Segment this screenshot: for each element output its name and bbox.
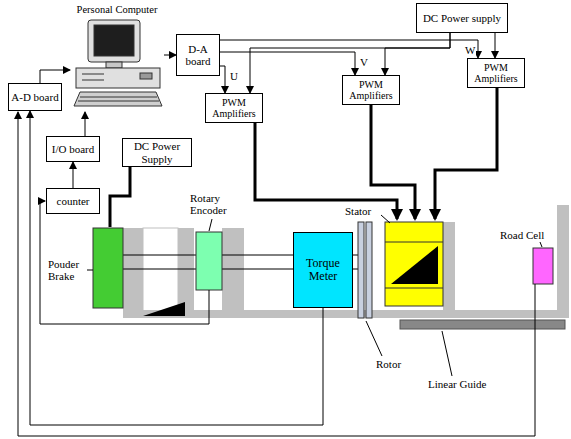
node-label: I/O board	[49, 143, 97, 155]
powder-brake	[93, 228, 123, 308]
computer-icon	[74, 20, 162, 106]
node-label: DC Power supply	[419, 12, 505, 24]
part-label: Rotor	[376, 358, 416, 370]
node-label: PWM Amplifiers	[208, 97, 260, 119]
part-label: Pouder Brake	[48, 258, 86, 282]
signal-connector	[385, 33, 450, 75]
phase-label: W	[464, 44, 476, 56]
node-label: PWM Amplifiers	[470, 62, 522, 84]
node-label: D-A board	[179, 43, 217, 67]
test-bench-frame	[123, 205, 569, 318]
stator	[385, 222, 443, 306]
node-label: counter	[49, 195, 97, 207]
signal-connector	[220, 66, 225, 93]
power-supply-box: DC Power supply	[416, 3, 508, 33]
rotor	[358, 222, 372, 318]
signal-connector	[73, 162, 74, 188]
node-label: Torque Meter	[296, 257, 350, 283]
signal-connector	[164, 55, 176, 56]
leader-line	[87, 215, 542, 376]
converter-board-box: A-D board	[8, 83, 62, 111]
phase-label: U	[229, 70, 239, 82]
node-label: A-D board	[11, 91, 59, 103]
amplifier-box: PWM Amplifiers	[342, 75, 400, 105]
rotary-encoder	[196, 232, 222, 290]
signal-connector	[495, 33, 496, 58]
signal-connector	[30, 111, 323, 425]
signal-connector	[85, 112, 86, 136]
io-board-box: I/O board	[46, 136, 100, 162]
phase-label: V	[359, 56, 369, 68]
amplifier-box: PWM Amplifiers	[467, 58, 525, 88]
amplifier-box: PWM Amplifiers	[205, 93, 263, 123]
signal-connector	[220, 40, 478, 58]
computer-node: Personal Computer	[70, 4, 164, 112]
power-supply-box: DC Power Supply	[122, 138, 192, 167]
part-label: Stator	[345, 205, 381, 217]
counter-box: counter	[46, 188, 100, 214]
part-label: Road Cell	[500, 229, 556, 241]
part-label: Rotary Encoder	[190, 192, 236, 216]
converter-board-box: D-A board	[176, 34, 220, 76]
signal-connector	[40, 70, 70, 83]
node-label: DC Power Supply	[125, 140, 189, 164]
linear-guide	[400, 320, 565, 329]
node-label: Personal Computer	[70, 4, 164, 16]
torque-meter: Torque Meter	[293, 232, 353, 308]
part-label: Linear Guide	[428, 378, 498, 390]
power-wire	[110, 88, 497, 227]
node-label: PWM Amplifiers	[345, 79, 397, 101]
signal-connector	[220, 52, 355, 75]
load-cell	[533, 248, 553, 284]
signal-wire	[18, 112, 535, 436]
